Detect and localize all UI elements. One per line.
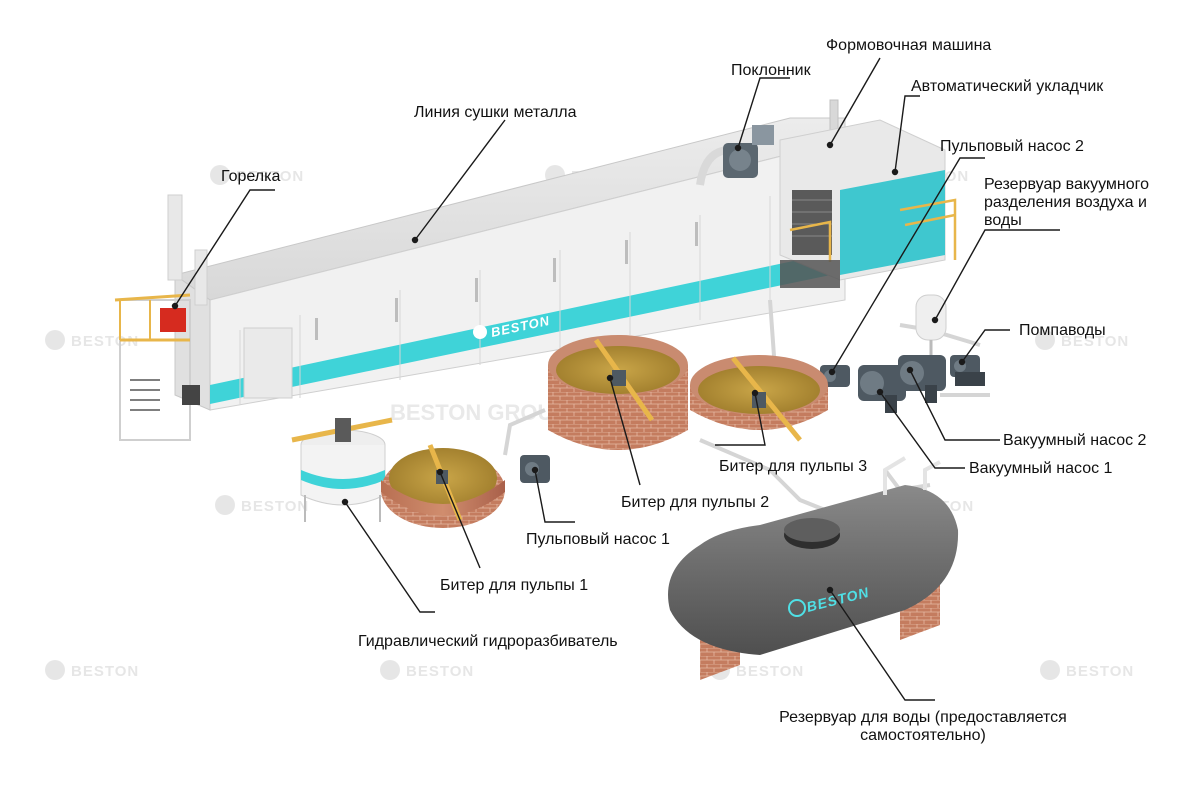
svg-text:BESTON: BESTON: [736, 663, 804, 680]
label-vacuum-tank-line3: воды: [984, 212, 1022, 229]
label-forming-machine: Формовочная машина: [826, 37, 992, 54]
burner-unit: [160, 308, 186, 332]
metal-drying-line: BESTON: [167, 99, 846, 411]
svg-text:BESTON: BESTON: [1061, 333, 1129, 350]
svg-text:BESTON: BESTON: [1066, 663, 1134, 680]
label-beater-2: Битер для пульпы 2: [621, 494, 770, 511]
label-hydraulic-pulper: Гидравлический гидроразбиватель: [358, 633, 618, 650]
watermark: BESTON: [215, 495, 309, 515]
label-vacuum-tank: Резервуар вакуумного разделения воздуха …: [984, 176, 1184, 230]
label-vacuum-tank-line1: Резервуар вакуумного: [984, 176, 1150, 193]
leader-lines: [171, 57, 1060, 701]
label-water-tank-line2: самостоятельно): [860, 727, 986, 744]
vacuum-separation-tank: [915, 294, 947, 360]
label-vacuum-tank-line2: разделения воздуха и: [984, 194, 1147, 211]
pulp-beater-2: [548, 335, 688, 450]
vacuum-pump-2: [898, 355, 946, 403]
label-vacuum-pump-1: Вакуумный насос 1: [969, 460, 1113, 477]
svg-text:BESTON: BESTON: [71, 333, 139, 350]
svg-text:BESTON: BESTON: [236, 168, 304, 185]
burner-platform: [114, 293, 200, 441]
hydraulic-pulper: [291, 417, 393, 522]
label-beater-1: Битер для пульпы 1: [440, 577, 589, 594]
label-water-pumps: Помпаводы: [1019, 322, 1106, 339]
watermark: BESTON: [1035, 330, 1129, 350]
label-metal-drying-line: Линия сушки металла: [414, 104, 577, 121]
water-pumps: [950, 355, 985, 386]
svg-text:BESTON: BESTON: [71, 663, 139, 680]
water-tank: BESTON: [668, 456, 959, 680]
watermark: BESTON: [1040, 660, 1134, 680]
label-fan: Поклонник: [731, 62, 811, 79]
label-water-tank: Резервуар для воды (предоставляется само…: [758, 709, 1088, 745]
watermark: BESTON: [45, 660, 139, 680]
label-pulp-pump-1: Пульповый насос 1: [526, 531, 670, 548]
svg-text:BESTON: BESTON: [241, 498, 309, 515]
watermark: BESTON: [45, 330, 139, 350]
pulp-beater-3: [690, 355, 828, 442]
label-burner: Горелка: [221, 168, 281, 185]
pulp-beater-1: [381, 444, 505, 528]
fan-unit: [696, 125, 774, 186]
label-water-tank-line1: Резервуар для воды (предоставляется: [779, 709, 1067, 726]
label-vacuum-pump-2: Вакуумный насос 2: [1003, 432, 1147, 449]
watermark: BESTON: [210, 165, 304, 185]
label-beater-3: Битер для пульпы 3: [719, 458, 868, 475]
vacuum-pump-1: [858, 365, 906, 413]
label-pulp-pump-2: Пульповый насос 2: [940, 138, 1084, 155]
svg-text:BESTON: BESTON: [406, 663, 474, 680]
pump-group: [520, 355, 985, 483]
watermark: BESTON: [380, 660, 474, 680]
label-auto-stacker: Автоматический укладчик: [911, 78, 1104, 95]
forming-machine: [779, 119, 957, 288]
